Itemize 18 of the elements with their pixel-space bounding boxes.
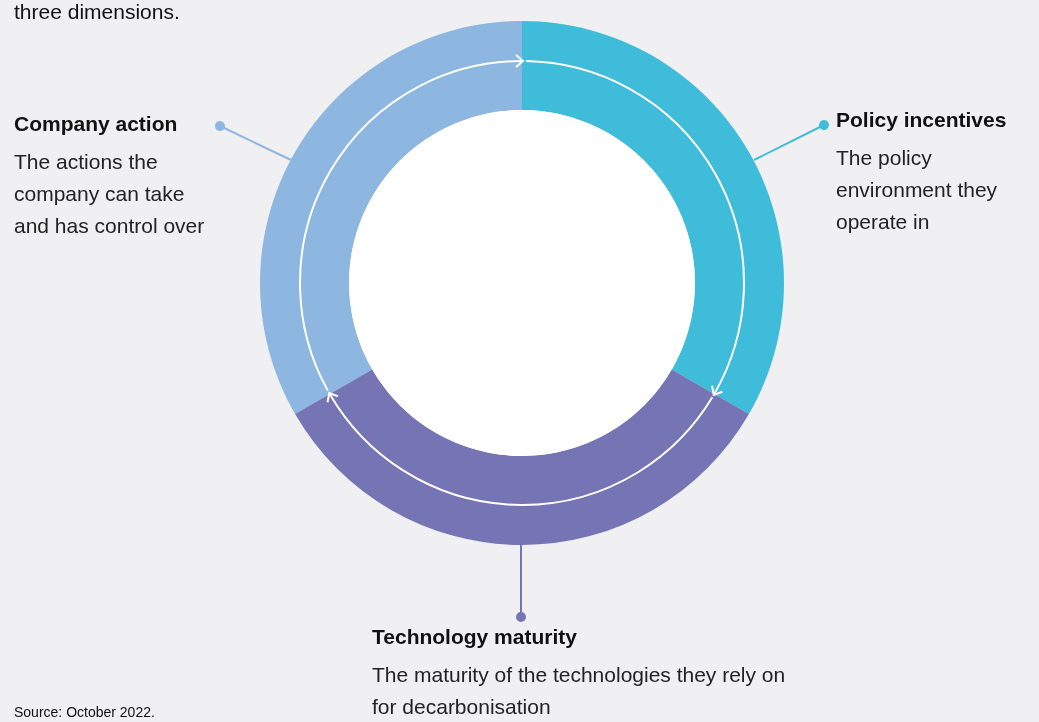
cycle-arrow <box>327 392 714 506</box>
node-description: The maturity of the technologies they rely on for decarbonisation <box>372 662 787 720</box>
ring-segment <box>260 21 522 414</box>
ring-segment <box>522 21 784 414</box>
leader-line <box>215 121 292 161</box>
leader-line <box>753 120 829 161</box>
node-heading: Technology maturity <box>372 625 578 649</box>
node-description: The actions the company can take and has control over <box>14 149 206 239</box>
cycle-arrow <box>299 54 524 392</box>
intro-text: three dimensions. <box>14 0 180 24</box>
cycle-arrow <box>524 60 745 396</box>
center-circle <box>349 110 695 456</box>
source-note: Source: October 2022. <box>14 704 155 720</box>
ring-segment <box>295 369 749 545</box>
node-heading: Company action <box>14 112 179 136</box>
leader-line <box>516 544 526 622</box>
node-description: The policy environment they operate in <box>836 145 999 235</box>
node-heading: Policy incentives <box>836 108 1008 132</box>
